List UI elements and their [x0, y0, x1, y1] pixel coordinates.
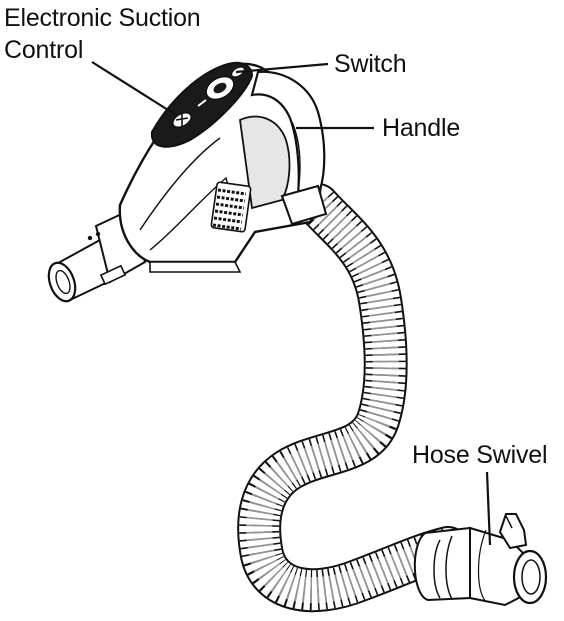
label-electronic-suction-control-line2: Control: [4, 36, 84, 64]
label-switch: Switch: [334, 50, 407, 78]
hose-swivel-cuff: [413, 513, 548, 607]
label-handle: Handle: [382, 114, 461, 142]
label-electronic-suction-control-line1: Electronic Suction: [4, 4, 201, 32]
handle-body: [47, 61, 328, 303]
leader-lines: [91, 61, 492, 546]
vent-grille: [210, 181, 252, 233]
leader-switch: [235, 62, 329, 74]
leader-suction: [91, 61, 177, 116]
hose: [237, 183, 470, 613]
leader-hose-swivel: [485, 471, 492, 546]
label-hose-swivel: Hose Swivel: [412, 441, 548, 469]
